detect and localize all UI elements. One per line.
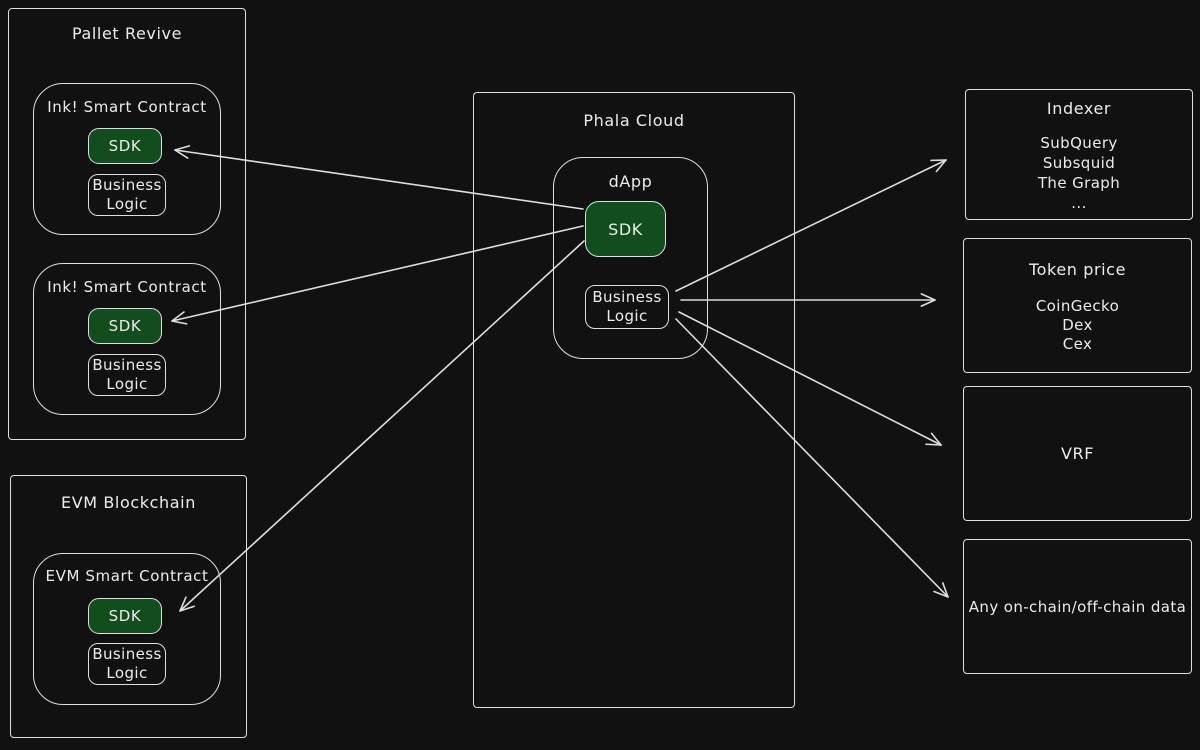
ink-contract-2-sdk-box: SDK bbox=[88, 308, 162, 344]
dapp-title: dApp bbox=[608, 172, 653, 191]
evm-contract-box bbox=[33, 553, 221, 705]
ink-contract-1-title: Ink! Smart Contract bbox=[47, 98, 207, 116]
business-logic-label: Logic bbox=[106, 195, 148, 213]
evm-contract-business-logic-box: Business Logic bbox=[88, 643, 166, 685]
vrf-box: VRF bbox=[963, 386, 1192, 521]
indexer-box bbox=[965, 89, 1193, 220]
arrowhead-icon bbox=[933, 582, 949, 598]
indexer-item: SubQuery bbox=[1040, 134, 1118, 152]
evm-contract-title: EVM Smart Contract bbox=[45, 567, 209, 585]
business-logic-label: Business bbox=[92, 356, 162, 374]
any-data-box: Any on-chain/off-chain data bbox=[963, 539, 1192, 674]
arrowhead-icon bbox=[920, 293, 936, 307]
business-logic-label: Business bbox=[592, 288, 662, 306]
indexer-items: SubQuery Subsquid The Graph ... bbox=[965, 133, 1193, 213]
arrowhead-icon bbox=[930, 159, 947, 173]
business-logic-label: Logic bbox=[606, 307, 648, 325]
token-price-item: Cex bbox=[1062, 335, 1093, 353]
business-logic-label: Logic bbox=[106, 664, 148, 682]
any-data-title: Any on-chain/off-chain data bbox=[968, 597, 1187, 616]
phala-cloud-title: Phala Cloud bbox=[583, 111, 685, 130]
arrowhead-icon bbox=[925, 432, 942, 446]
business-logic-label: Business bbox=[92, 645, 162, 663]
token-price-items: CoinGecko Dex Cex bbox=[963, 297, 1192, 354]
token-price-item: CoinGecko bbox=[1035, 297, 1120, 315]
pallet-revive-title: Pallet Revive bbox=[71, 24, 183, 43]
token-price-title: Token price bbox=[1028, 260, 1127, 279]
dapp-sdk-box: SDK bbox=[585, 201, 666, 257]
indexer-item: ... bbox=[1071, 194, 1087, 212]
indexer-item: Subsquid bbox=[1042, 154, 1116, 172]
pallet-revive-box bbox=[8, 8, 246, 440]
ink-contract-2-business-logic-box: Business Logic bbox=[88, 354, 166, 396]
evm-blockchain-title: EVM Blockchain bbox=[61, 493, 196, 512]
indexer-title: Indexer bbox=[1046, 99, 1112, 118]
dapp-business-logic-box: Business Logic bbox=[585, 285, 669, 329]
ink-contract-1-business-logic-box: Business Logic bbox=[88, 174, 166, 216]
vrf-title: VRF bbox=[1060, 444, 1095, 463]
ink-contract-1-sdk-box: SDK bbox=[88, 128, 162, 164]
business-logic-label: Business bbox=[92, 176, 162, 194]
indexer-item: The Graph bbox=[1037, 174, 1121, 192]
token-price-box bbox=[963, 238, 1192, 373]
business-logic-label: Logic bbox=[106, 375, 148, 393]
evm-contract-sdk-box: SDK bbox=[88, 598, 162, 634]
ink-contract-2-title: Ink! Smart Contract bbox=[47, 278, 207, 296]
token-price-item: Dex bbox=[1062, 316, 1093, 334]
